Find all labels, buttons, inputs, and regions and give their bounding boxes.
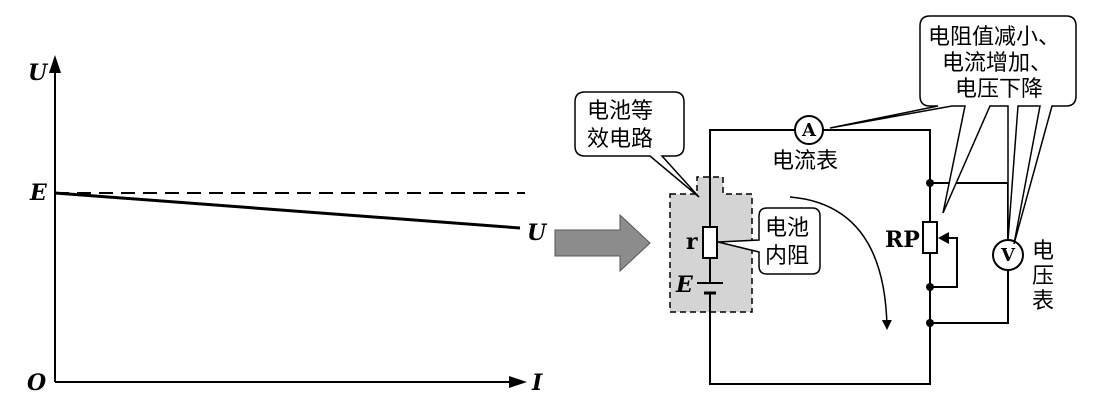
effect-callout-bubble [829, 15, 1077, 245]
voltmeter-wire-bottom [930, 270, 1009, 324]
effect-line2: 电流增加、 [942, 51, 1052, 76]
wire-top-right [823, 129, 931, 222]
rheostat-slider-arrowhead [938, 232, 949, 244]
terminal-voltage-label: U [527, 220, 548, 246]
ammeter [794, 115, 824, 145]
x-axis-label: I [531, 370, 543, 396]
effect-callout: 电阻值减小、 电流增加、 电压下降 [829, 15, 1077, 245]
rheostat-rp [922, 221, 938, 254]
internal-resistance-line2: 内阻 [765, 244, 809, 269]
internal-resistance-callout-bubble [717, 207, 821, 275]
internal-resistor [702, 226, 718, 259]
junction-dot-slider [926, 283, 934, 291]
ammeter-label: 电流表 [772, 149, 838, 174]
emf-level-label: E [29, 180, 48, 206]
wire-bottom-loop [709, 253, 931, 385]
battery-callout-line2: 效电路 [587, 127, 653, 152]
terminal-voltage-line [54, 191, 521, 230]
transition-arrow [554, 213, 651, 273]
voltmeter-symbol: V [1000, 245, 1016, 266]
ammeter-symbol: A [801, 120, 817, 141]
current-direction-arrow [789, 196, 892, 330]
internal-resistance-line1: 电池 [765, 216, 809, 241]
effect-line3: 电压下降 [955, 77, 1043, 102]
voltmeter-label-1: 电 [1032, 239, 1054, 264]
voltmeter-label-3: 表 [1032, 289, 1054, 314]
voltmeter-wire-top [930, 182, 1009, 240]
battery-equivalent-circuit: 电池等 效电路 r E 电池 内阻 [574, 91, 821, 313]
rheostat-slider-wire [930, 237, 958, 288]
wire-left-top [709, 129, 795, 177]
effect-line1: 电阻值减小、 [928, 25, 1060, 50]
voltmeter-label-2: 压 [1032, 264, 1054, 289]
y-axis-label: U [28, 60, 49, 86]
external-circuit: A 电流表 RP V 电 压 表 [709, 115, 1054, 385]
battery-callout-bubble [574, 91, 700, 198]
ui-graph: U I O E U [27, 55, 548, 396]
internal-resistor-label: r [686, 229, 698, 255]
rheostat-label: RP [885, 227, 920, 253]
battery-callout-line1: 电池等 [587, 99, 653, 124]
y-axis-arrowhead [49, 55, 61, 73]
battery-emf-label: E [675, 272, 694, 298]
origin-label: O [27, 370, 46, 396]
x-axis-arrowhead [509, 376, 527, 388]
